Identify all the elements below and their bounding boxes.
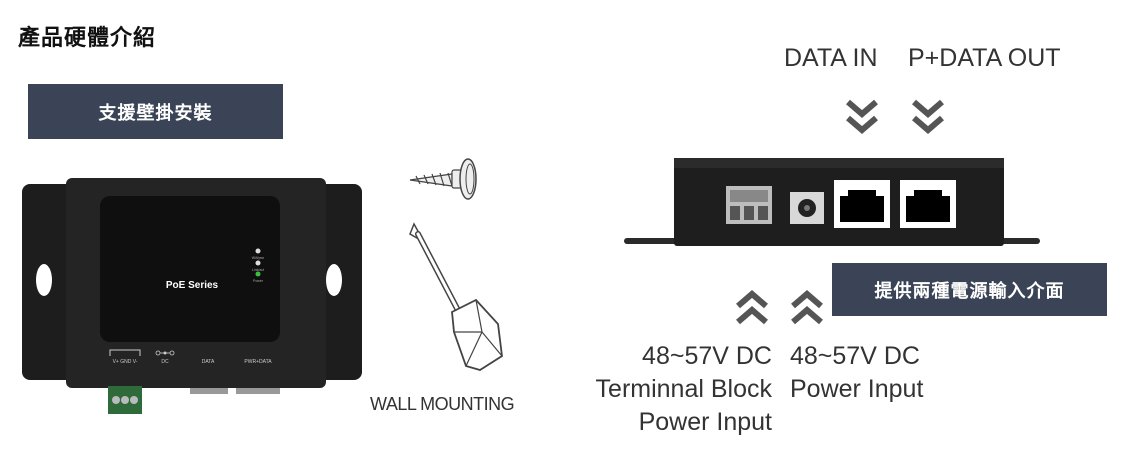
- terminal-block-icon: [726, 186, 772, 224]
- data-port-bottom: [190, 388, 228, 394]
- pwr-data-port-bottom: [236, 388, 280, 394]
- port-label-pwr-data: PWR+DATA: [244, 359, 272, 365]
- led-link: [255, 260, 261, 266]
- series-label: PoE Series: [166, 280, 219, 291]
- rj45-port-icon: [834, 180, 890, 228]
- terminal-bracket-icon: [109, 349, 141, 356]
- power-input-badge: 提供兩種電源輸入介面: [832, 263, 1107, 316]
- data-in-label: DATA IN: [784, 44, 878, 72]
- chevron-double-down-icon: [846, 99, 878, 134]
- device-front-view: Wifi/pwr Link/act Power PoE Series V+ GN…: [22, 178, 362, 414]
- chevron-double-up-icon: [736, 290, 768, 325]
- front-panel: [100, 196, 280, 342]
- dc-polarity-icon: [155, 350, 175, 356]
- terminal-block-power-label: 48~57V DC Terminnal Block Power Input: [595, 342, 772, 436]
- p-data-out-label: P+DATA OUT: [908, 44, 1061, 72]
- rj45-port-icon: [900, 180, 956, 228]
- led-label: Wifi/pwr: [252, 256, 265, 260]
- led-label: Power: [253, 279, 264, 283]
- screw-icon: [409, 158, 477, 200]
- left-keyhole-icon: [36, 264, 52, 296]
- chevron-double-down-icon: [912, 99, 944, 134]
- led-wifi: [255, 248, 261, 254]
- device-side-view: [624, 158, 1040, 246]
- terminal-block-icon: [108, 386, 142, 414]
- port-label-data: DATA: [202, 359, 215, 365]
- port-label-terminal: V+ GND V-: [113, 359, 138, 365]
- page-title: 產品硬體介紹: [18, 26, 157, 51]
- screwdriver-icon: [409, 222, 503, 371]
- wall-mounting-label: WALL MOUNTING: [370, 394, 515, 414]
- wall-mount-badge: 支援壁掛安裝: [28, 84, 283, 139]
- right-keyhole-icon: [326, 264, 342, 296]
- led-label: Link/act: [252, 268, 264, 272]
- dc-jack-icon: [790, 192, 824, 224]
- dc-power-label: 48~57V DC Power Input: [790, 342, 924, 403]
- port-label-dc: DC: [161, 359, 169, 365]
- chevron-double-up-icon: [791, 290, 823, 325]
- led-power: [255, 271, 261, 277]
